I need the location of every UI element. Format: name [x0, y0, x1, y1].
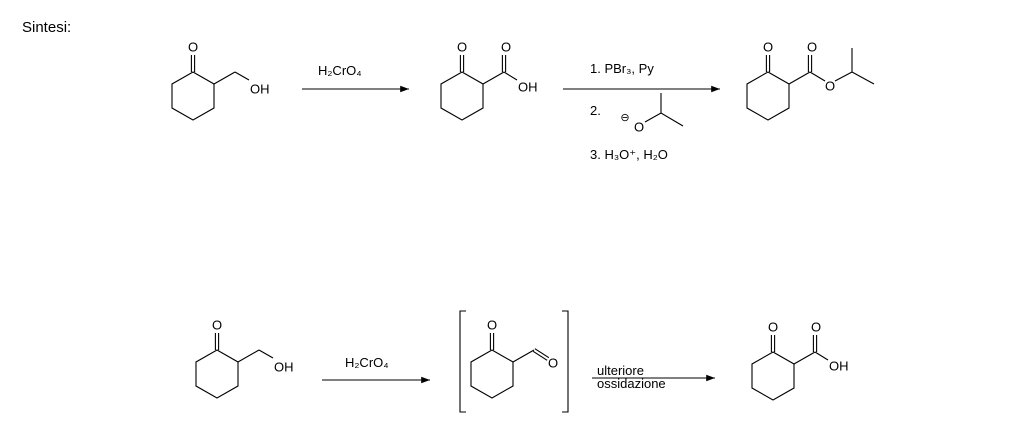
ketone-oxygen: O	[188, 40, 198, 55]
cyclohexane-ring	[470, 349, 514, 399]
ester-oxygen: O	[825, 79, 835, 94]
hydroxyl-label: OH	[274, 360, 294, 375]
reagent-h2cro4: H₂CrO₄	[345, 355, 389, 370]
ketone-oxygen: O	[212, 318, 222, 333]
start-alcohol-2: O OH	[212, 318, 294, 375]
aldehyde-oxygen: O	[548, 356, 558, 371]
right-bracket	[562, 310, 569, 413]
reagent-step3: 3. H₃O⁺, H₂O	[590, 147, 668, 162]
carbonyl-oxygen: O	[811, 320, 821, 335]
ketone-oxygen: O	[487, 318, 497, 333]
substituent-bond	[482, 71, 505, 85]
carbonyl-oxygen: O	[501, 40, 511, 55]
substituent-bond	[793, 351, 816, 365]
reagent-line1: ulteriore	[597, 363, 644, 378]
c-o-ester-bond	[809, 71, 826, 82]
keto-aldehyde-intermediate: O O	[459, 310, 569, 413]
substituent-bond	[512, 349, 535, 363]
cyclohexane-ring	[171, 71, 215, 121]
start-alcohol-1: O OH	[188, 40, 270, 97]
keto-ester: O O O	[763, 40, 835, 94]
isopropyl-bond	[644, 112, 684, 127]
c-oh-bond	[814, 351, 829, 361]
reagent-h2cro4: H₂CrO₄	[318, 63, 362, 78]
cyclohexane-ring	[746, 71, 790, 121]
c-o-bond	[234, 71, 250, 81]
aldehyde-double-bond	[532, 350, 548, 361]
left-bracket	[459, 310, 466, 413]
negative-charge-icon: ⊖	[620, 112, 629, 124]
cyclohexane-ring	[440, 71, 484, 121]
ketone-oxygen: O	[457, 40, 467, 55]
keto-acid-2: O O OH	[768, 320, 849, 374]
cyclohexane-ring	[751, 351, 795, 401]
keto-acid-1: O O OH	[457, 40, 538, 95]
hydroxyl-label: OH	[518, 80, 538, 95]
aldehyde-double-bond	[534, 348, 550, 359]
substituent-bond	[237, 349, 260, 363]
reagent-step1: 1. PBr₃, Py	[590, 61, 654, 76]
substituent-bond	[213, 71, 236, 85]
ketone-oxygen: O	[763, 40, 773, 55]
c-o-bond	[258, 349, 274, 359]
isopropoxide: O ⊖	[620, 93, 684, 135]
c-oh-bond	[503, 71, 518, 81]
reagent-line2: ossidazione	[597, 376, 666, 391]
o-isopropyl-bond	[834, 71, 853, 82]
carbonyl-oxygen: O	[807, 40, 817, 55]
alkoxide-oxygen: O	[634, 120, 644, 135]
hydroxyl-label: OH	[250, 82, 270, 97]
cyclohexane-ring	[195, 349, 239, 399]
substituent-bond	[788, 71, 811, 85]
ketone-oxygen: O	[768, 320, 778, 335]
hydroxyl-label: OH	[829, 359, 849, 374]
isopropyl-methyl-bond	[851, 71, 875, 85]
title: Sintesi:	[22, 19, 71, 36]
reagent-step2: 2.	[590, 103, 601, 118]
